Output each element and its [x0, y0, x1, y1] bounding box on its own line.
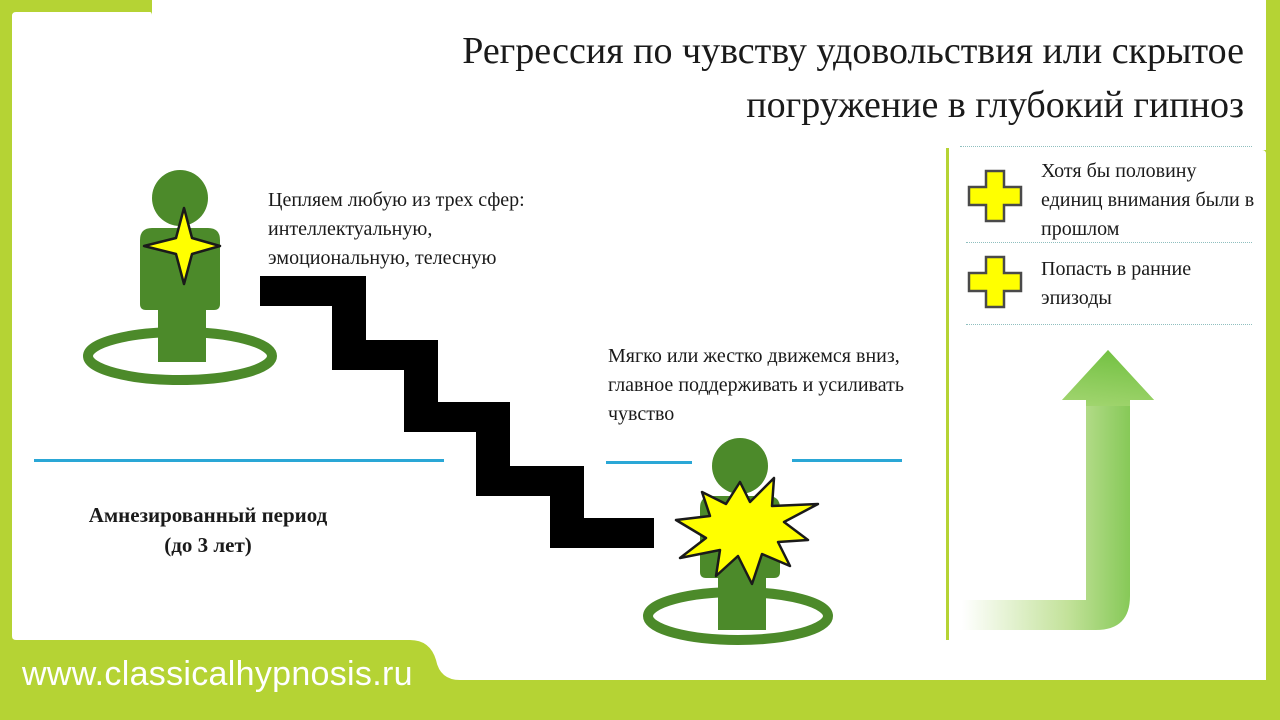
amnesia-period-label: Амнезированный период (до 3 лет) — [30, 500, 386, 560]
boundary-line-right — [792, 459, 902, 462]
burst-icon — [674, 476, 820, 586]
step-top-text: Цепляем любую из трех сфер: интеллектуал… — [268, 189, 525, 269]
plus-icon — [967, 169, 1023, 223]
page-title: Регрессия по чувству удовольствия или ск… — [462, 30, 1244, 126]
footer-url-link[interactable]: www.classicalhypnosis.ru — [22, 655, 413, 693]
star-icon — [142, 206, 222, 286]
right-panel-divider — [946, 148, 949, 640]
up-arrow-icon — [962, 350, 1154, 630]
boundary-line-middle — [606, 461, 692, 464]
person-bottom-figure — [643, 438, 833, 645]
boundary-line-left — [34, 459, 444, 462]
plus-icon — [967, 255, 1023, 309]
head-spiral-logo-icon — [29, 25, 135, 126]
person-icon — [140, 170, 220, 362]
benefit-separator — [966, 324, 1252, 325]
benefit-separator — [960, 146, 1252, 147]
content-panel — [12, 12, 1266, 680]
benefit-text: Хотя бы половину единиц внимания были в … — [1041, 160, 1255, 240]
staircase-graphic — [260, 276, 654, 548]
benefit-separator — [966, 242, 1252, 243]
amnesia-period-title: Амнезированный период — [88, 503, 328, 527]
person-top-figure — [83, 170, 277, 385]
amnesia-period-age: (до 3 лет) — [164, 533, 252, 557]
step-down-text: Мягко или жестко движемся вниз, главное … — [608, 345, 904, 425]
benefit-text: Попасть в ранние эпизоды — [1041, 258, 1192, 309]
